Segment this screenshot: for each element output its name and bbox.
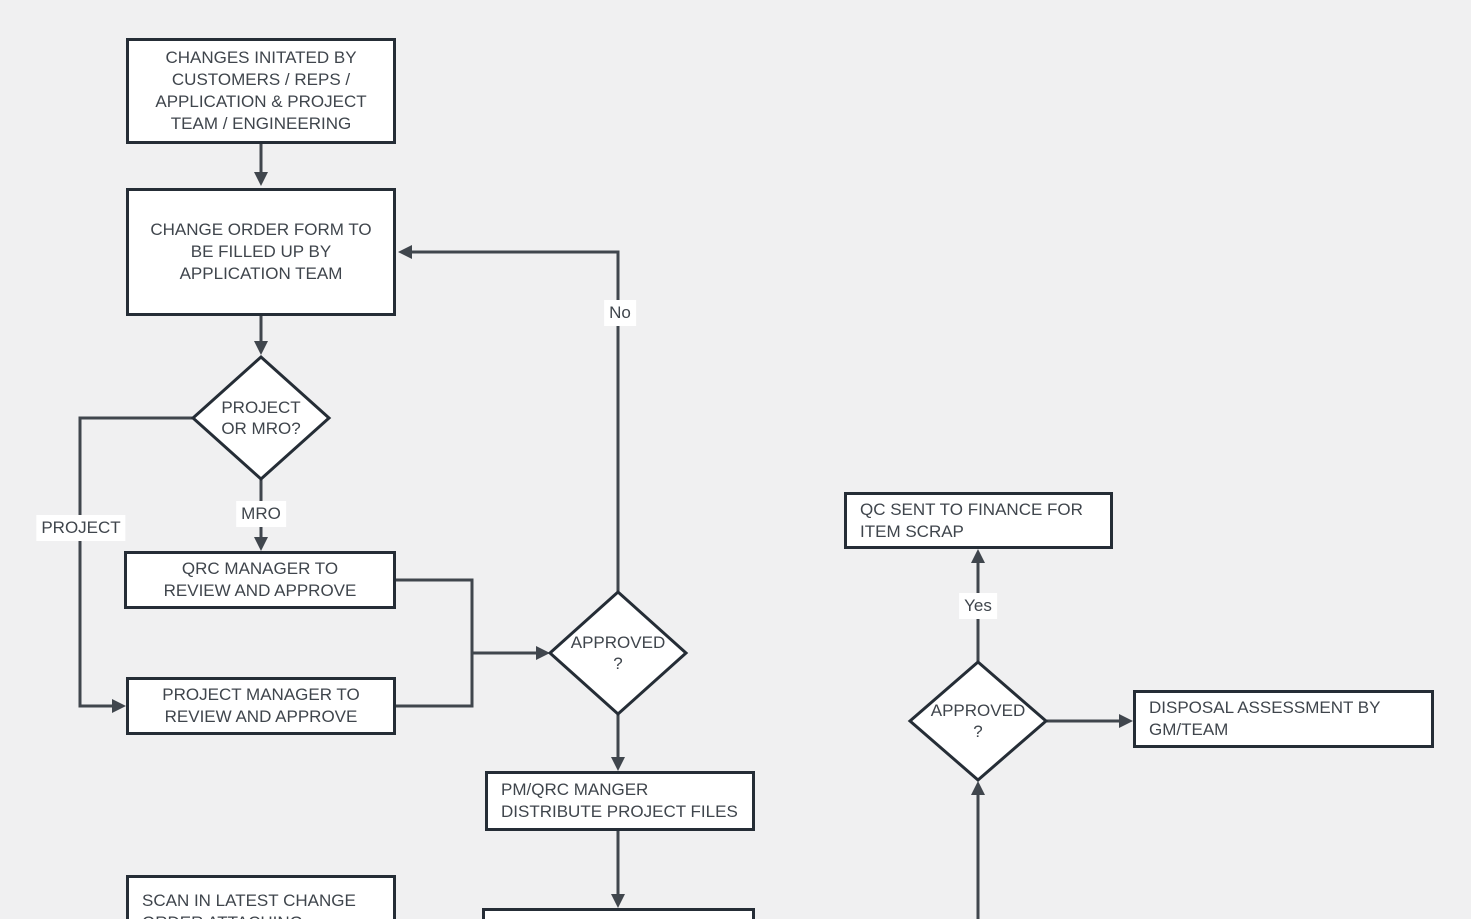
arrowhead-left-icon [398,245,412,259]
node-bottom-center[interactable] [482,908,755,919]
node-disposal-assessment-label: DISPOSAL ASSESSMENT BY GM/TEAM [1149,698,1381,739]
decision-approved-label: APPROVED ? [570,633,666,673]
decision-project-or-mro-shape[interactable] [190,354,332,482]
arrowhead-down-icon [611,757,625,771]
node-change-order-form[interactable]: CHANGE ORDER FORM TO BE FILLED UP BY APP… [126,188,396,316]
node-changes-initiated[interactable]: CHANGES INITATED BY CUSTOMERS / REPS / A… [126,38,396,144]
arrowhead-down-icon [254,172,268,186]
node-disposal-assessment[interactable]: DISPOSAL ASSESSMENT BY GM/TEAM [1133,690,1434,748]
node-pm-qrc-distribute[interactable]: PM/QRC MANGER DISTRIBUTE PROJECT FILES [485,771,755,831]
node-scan-change-order-label: SCAN IN LATEST CHANGE ORDER ATTACHING [142,891,356,919]
edge-no-line [410,250,620,592]
arrowhead-right-icon [536,646,550,660]
node-qc-finance-scrap-label: QC SENT TO FINANCE FOR ITEM SCRAP [860,499,1083,541]
arrowhead-down-icon [254,341,268,355]
edge-project-line [78,416,193,708]
arrowhead-down-icon [254,537,268,551]
edge-label-project: PROJECT [36,515,126,541]
decision-approved-shape[interactable] [547,589,689,717]
decision-approved-2-label: APPROVED ? [930,701,1026,741]
node-qrc-manager-review[interactable]: QRC MANAGER TO REVIEW AND APPROVE [124,551,396,609]
node-scan-change-order[interactable]: SCAN IN LATEST CHANGE ORDER ATTACHING [126,875,396,919]
node-change-order-form-label: CHANGE ORDER FORM TO BE FILLED UP BY APP… [150,220,372,283]
arrowhead-right-icon [1119,714,1133,728]
node-pm-qrc-distribute-label: PM/QRC MANGER DISTRIBUTE PROJECT FILES [501,780,738,821]
edge-managers-merge-line [396,578,474,708]
arrowhead-up-icon [971,549,985,563]
arrowhead-up-icon [971,781,985,795]
edge-label-yes: Yes [959,593,997,619]
node-changes-initiated-label: CHANGES INITATED BY CUSTOMERS / REPS / A… [155,48,367,133]
arrowhead-down-icon [611,894,625,908]
edge-label-mro: MRO [236,501,286,527]
node-project-manager-review[interactable]: PROJECT MANAGER TO REVIEW AND APPROVE [126,677,396,735]
node-project-manager-review-label: PROJECT MANAGER TO REVIEW AND APPROVE [162,685,360,726]
decision-approved-2-shape[interactable] [907,660,1049,782]
decision-project-or-mro-label: PROJECT OR MRO? [221,398,301,438]
node-qc-finance-scrap[interactable]: QC SENT TO FINANCE FOR ITEM SCRAP [844,492,1113,549]
arrowhead-right-icon [112,699,126,713]
edge-label-no: No [604,300,636,326]
node-qrc-manager-review-label: QRC MANAGER TO REVIEW AND APPROVE [163,559,357,600]
